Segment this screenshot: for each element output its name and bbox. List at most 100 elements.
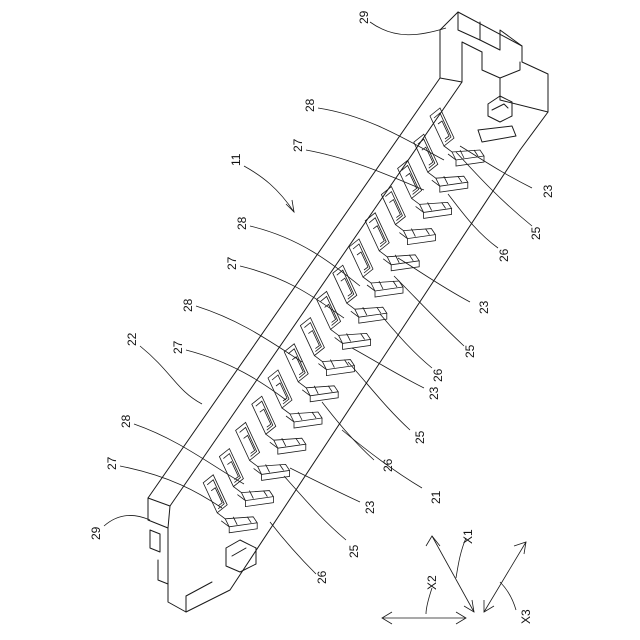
slot-outline: [458, 176, 462, 182]
slot-outline: [328, 386, 332, 392]
slot-outline: [284, 344, 308, 382]
slot-outline: [369, 218, 386, 247]
label-22: 22: [125, 332, 139, 346]
slot-outline: [377, 307, 381, 313]
label-28-d: 28: [119, 414, 133, 428]
contact-slot: [349, 239, 403, 297]
slot-outline: [359, 313, 387, 323]
contact-slot: [236, 422, 290, 480]
slot-outline: [300, 318, 324, 356]
contact-slot: [284, 344, 338, 402]
label-23-b: 23: [477, 300, 491, 314]
label-x3: X3: [519, 609, 533, 624]
label-26-b: 26: [431, 368, 445, 382]
slot-outline: [262, 470, 290, 480]
slot-outline: [272, 375, 289, 404]
slot-outline: [398, 160, 422, 198]
label-26-a: 26: [497, 248, 511, 262]
slot-outline: [278, 444, 306, 454]
slot-outline: [425, 229, 429, 235]
slot-outline: [409, 255, 413, 261]
label-26-d: 26: [315, 570, 329, 584]
label-28-a: 28: [303, 98, 317, 112]
label-23-d: 23: [363, 500, 377, 514]
slot-outline: [288, 349, 305, 378]
label-28-b: 28: [235, 216, 249, 230]
slot-outline: [442, 202, 446, 208]
label-x2: X2: [425, 575, 439, 590]
slot-outline: [456, 156, 484, 166]
slot-outline: [440, 182, 468, 192]
label-29-bottom: 29: [89, 526, 103, 540]
slot-outline: [229, 523, 257, 533]
slot-outline: [349, 239, 373, 277]
contact-slot: [365, 213, 419, 271]
label-25-b: 25: [463, 344, 477, 358]
label-27-b: 27: [225, 256, 239, 270]
slot-outline: [203, 475, 227, 513]
slot-outline: [375, 287, 403, 297]
contact-slot: [317, 291, 371, 349]
slot-outline: [321, 296, 338, 325]
label-27-c: 27: [171, 340, 185, 354]
slot-outline: [245, 497, 273, 507]
slot-outline: [385, 192, 402, 221]
slot-outline: [247, 517, 251, 523]
reference-numerals: 29 29 11 22 21 28 28 28 28 27 27 27 27 2…: [89, 10, 555, 584]
contact-slot: [203, 475, 257, 533]
slot-outline: [430, 108, 454, 146]
direction-arrows: X1 X2 X3: [382, 529, 533, 624]
label-26-c: 26: [381, 458, 395, 472]
slot-outline: [402, 165, 419, 194]
slot-outline: [333, 265, 357, 303]
slot-outline: [424, 208, 452, 218]
slot-outline: [236, 422, 260, 460]
contact-slot: [252, 396, 306, 454]
contact-slot: [300, 318, 354, 376]
slot-outline: [310, 392, 338, 402]
slot-outline: [263, 491, 267, 497]
slot-outline: [407, 235, 435, 245]
slot-outline: [252, 396, 276, 434]
label-28-c: 28: [181, 298, 195, 312]
label-27-a: 27: [291, 138, 305, 152]
label-11: 11: [229, 153, 243, 166]
slot-outline: [317, 291, 341, 329]
label-21: 21: [429, 490, 443, 504]
contact-slot: [219, 449, 273, 507]
slot-outline: [414, 134, 438, 172]
slot-outline: [381, 187, 405, 225]
label-27-d: 27: [105, 456, 119, 470]
slot-outline: [326, 366, 354, 376]
slot-outline: [223, 454, 240, 483]
label-25-d: 25: [347, 544, 361, 558]
slot-outline: [343, 339, 371, 349]
contact-slot: [333, 265, 387, 323]
label-29-top: 29: [357, 10, 371, 24]
label-25-a: 25: [529, 226, 543, 240]
label-25-c: 25: [413, 430, 427, 444]
slot-outline: [219, 449, 243, 487]
slot-outline: [365, 213, 389, 251]
label-23-a: 23: [541, 184, 555, 198]
slot-outline: [294, 418, 322, 428]
contact-slot: [398, 160, 452, 218]
contact-slot: [414, 134, 468, 192]
slot-outline: [393, 281, 397, 287]
slot-outline: [296, 438, 300, 444]
slot-outline: [207, 480, 224, 509]
label-23-c: 23: [427, 386, 441, 400]
slot-outline: [304, 323, 321, 352]
contact-slot: [268, 370, 322, 428]
slot-outline: [353, 244, 370, 273]
contact-slot-array: [203, 108, 484, 533]
label-x1: X1: [461, 529, 475, 544]
slot-outline: [240, 427, 257, 456]
contact-slot: [381, 187, 435, 245]
slot-outline: [344, 360, 348, 366]
slot-outline: [361, 333, 365, 339]
slot-outline: [312, 412, 316, 418]
slot-outline: [280, 464, 284, 470]
slot-outline: [434, 113, 451, 142]
